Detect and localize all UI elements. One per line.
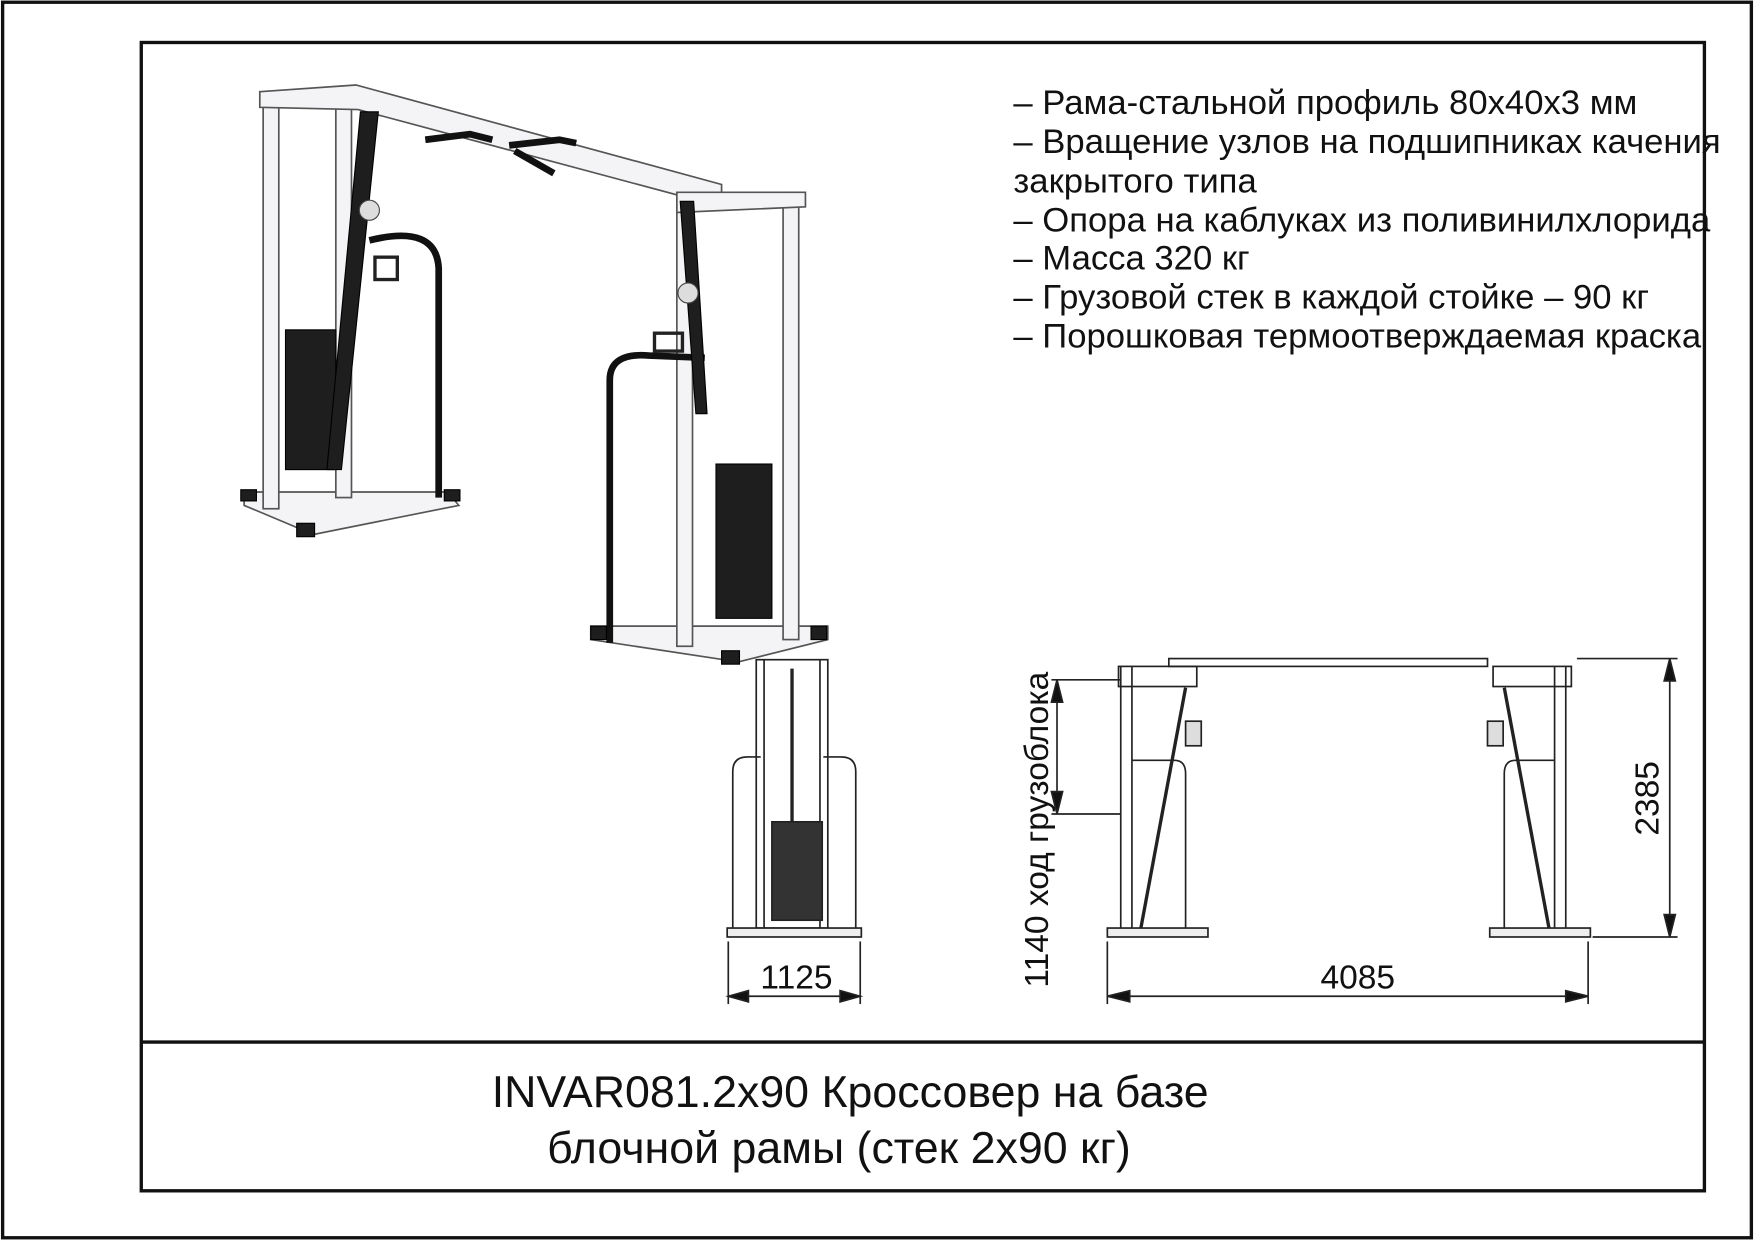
machine-render [240,84,829,665]
height-dimension: 2385 [1630,761,1667,836]
weight-stack-right [715,463,773,619]
spec-item: – Рама-стальной профиль 80х40х3 мм [1013,84,1637,122]
spec-item: – Порошковая термоотверждаемая краска [1013,318,1701,356]
inner-frame [139,40,1707,1193]
depth-dimension: 1125 [760,959,832,996]
spec-item: – Опора на каблуках из поливинилхлорида [1013,201,1711,239]
title-line-2: блочной рамы (стек 2x90 кг) [547,1124,1131,1173]
spec-item: – Грузовой стек в каждой стойке – 90 кг [1013,279,1649,317]
spec-item: – Вращение узлов на подшипниках качения [1013,123,1720,161]
side-view-drawing [725,658,864,1005]
title-line-1: INVAR081.2x90 Кроссовер на базе [492,1068,1209,1117]
spec-item: закрытого типа [1013,162,1257,200]
width-dimension: 4085 [1320,959,1395,996]
travel-dimension: 1140 ход грузоблока [1019,671,1056,987]
spec-list: – Рама-стальной профиль 80х40х3 мм – Вра… [1013,84,1720,356]
front-view-drawing [1050,657,1678,1005]
spec-item: – Масса 320 кг [1013,239,1249,277]
weight-stack-left [284,329,337,471]
